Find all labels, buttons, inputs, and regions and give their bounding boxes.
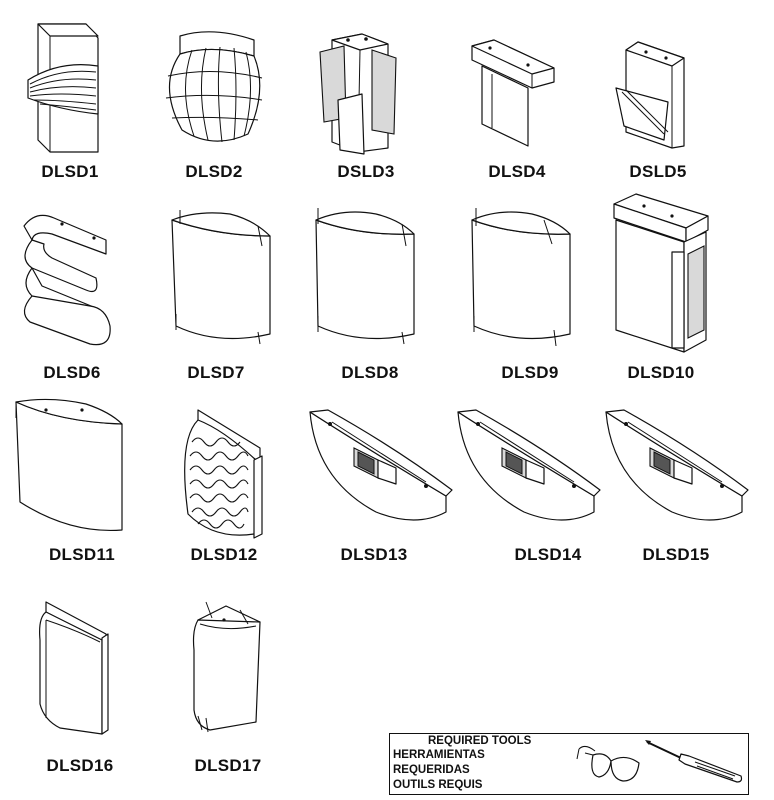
safety-glasses-icon [575,741,645,787]
fixture-dlsd2-drawing [158,26,268,150]
fixture-label: DLSD10 [627,363,695,382]
fixture-dlsd14 [454,408,602,528]
fixture-dlsd7-drawing [158,206,278,350]
fixture-label: DLSD15 [642,545,710,564]
fixture-dsld5-drawing [612,40,692,150]
requeridas-label: REQUERIDAS [393,764,470,776]
fixture-label: DSLD5 [629,162,687,181]
fixture-dlsd13 [306,408,454,528]
fixture-dlsd13-drawing [306,408,454,528]
screwdriver-icon [645,740,745,784]
fixture-dlsd1-drawing [20,18,110,158]
fixture-label: DLSD6 [43,363,101,382]
fixture-label: DLSD8 [341,363,399,382]
fixture-label: DLSD17 [194,756,262,775]
fixture-dlsd9-drawing [466,206,576,350]
fixture-label: DLSD12 [190,545,258,564]
fixture-dlsd2 [158,26,268,150]
fixture-dlsd1 [20,18,110,158]
fixture-dlsd7 [158,206,278,350]
fixture-dsld3-drawing [318,30,398,154]
outils-requis-label: OUTILS REQUIS [393,779,483,791]
fixture-dlsd15-drawing [602,408,750,528]
fixture-label: DLSD7 [187,363,245,382]
fixture-dlsd16-drawing [36,600,108,740]
fixture-label: DLSD11 [48,545,116,564]
fixture-dsld3 [318,30,398,154]
fixture-dlsd11-drawing [10,398,126,536]
required-tools-title: REQUIRED TOOLS [428,735,532,747]
fixture-dlsd10 [610,192,710,352]
fixture-dlsd8-drawing [310,206,420,350]
fixture-dlsd12-drawing [184,410,264,540]
fixture-dlsd17-drawing [190,600,266,736]
fixture-dlsd4-drawing [468,38,558,148]
fixture-dlsd8 [310,206,420,350]
fixture-dlsd12 [184,410,264,540]
fixture-label: DLSD16 [46,756,114,775]
fixture-dlsd16 [36,600,108,740]
fixture-dlsd14-drawing [454,408,602,528]
fixture-dlsd4 [468,38,558,148]
fixture-label: DLSD4 [488,162,546,181]
fixture-dlsd6-drawing [14,208,114,348]
fixture-label: DLSD9 [501,363,559,382]
fixture-label: DLSD1 [41,162,99,181]
fixture-dlsd10-drawing [610,192,710,352]
fixture-label: DSLD3 [337,162,395,181]
fixture-label: DLSD13 [340,545,408,564]
fixture-dlsd15 [602,408,750,528]
herramientas-label: HERRAMIENTAS [393,749,485,761]
fixture-label: DLSD2 [185,162,243,181]
fixture-dsld5 [612,40,692,150]
required-tools-box: REQUIRED TOOLS HERRAMIENTAS REQUERIDAS O… [389,733,749,795]
fixture-dlsd11 [10,398,126,536]
fixture-label: DLSD14 [514,545,582,564]
fixture-dlsd17 [190,600,266,736]
fixture-dlsd6 [14,208,114,348]
fixture-dlsd9 [466,206,576,350]
